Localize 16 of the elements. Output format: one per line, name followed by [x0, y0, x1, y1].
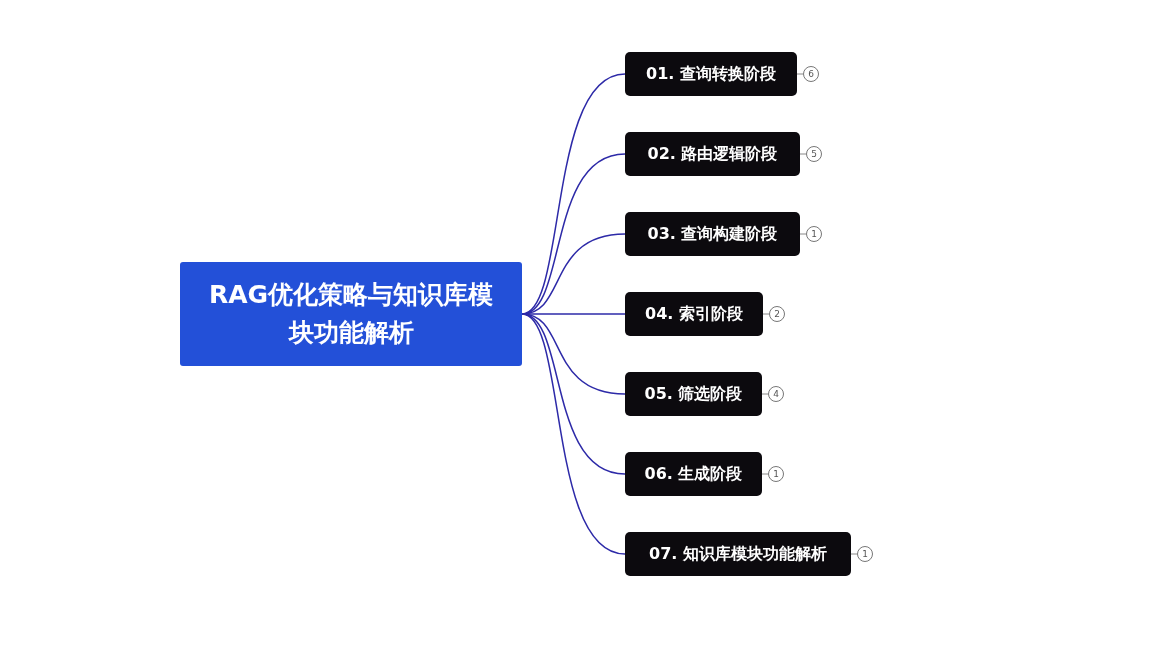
- branch-box: 02. 路由逻辑阶段: [625, 132, 800, 176]
- branch-box: 07. 知识库模块功能解析: [625, 532, 851, 576]
- count-badge: 1: [768, 466, 784, 482]
- count-badge: 5: [806, 146, 822, 162]
- count-badge: 1: [857, 546, 873, 562]
- count-badge: 1: [806, 226, 822, 242]
- topic-box: RAG优化策略与知识库模块功能解析: [180, 262, 522, 366]
- branch-box: 03. 查询构建阶段: [625, 212, 800, 256]
- count-badge: 2: [769, 306, 785, 322]
- branch-line: [521, 313, 626, 555]
- count-badge: 6: [803, 66, 819, 82]
- branch-box: 06. 生成阶段: [625, 452, 762, 496]
- branch-box: 01. 查询转换阶段: [625, 52, 797, 96]
- branch-box: 05. 筛选阶段: [625, 372, 762, 416]
- branch-box: 04. 索引阶段: [625, 292, 763, 336]
- count-badge: 4: [768, 386, 784, 402]
